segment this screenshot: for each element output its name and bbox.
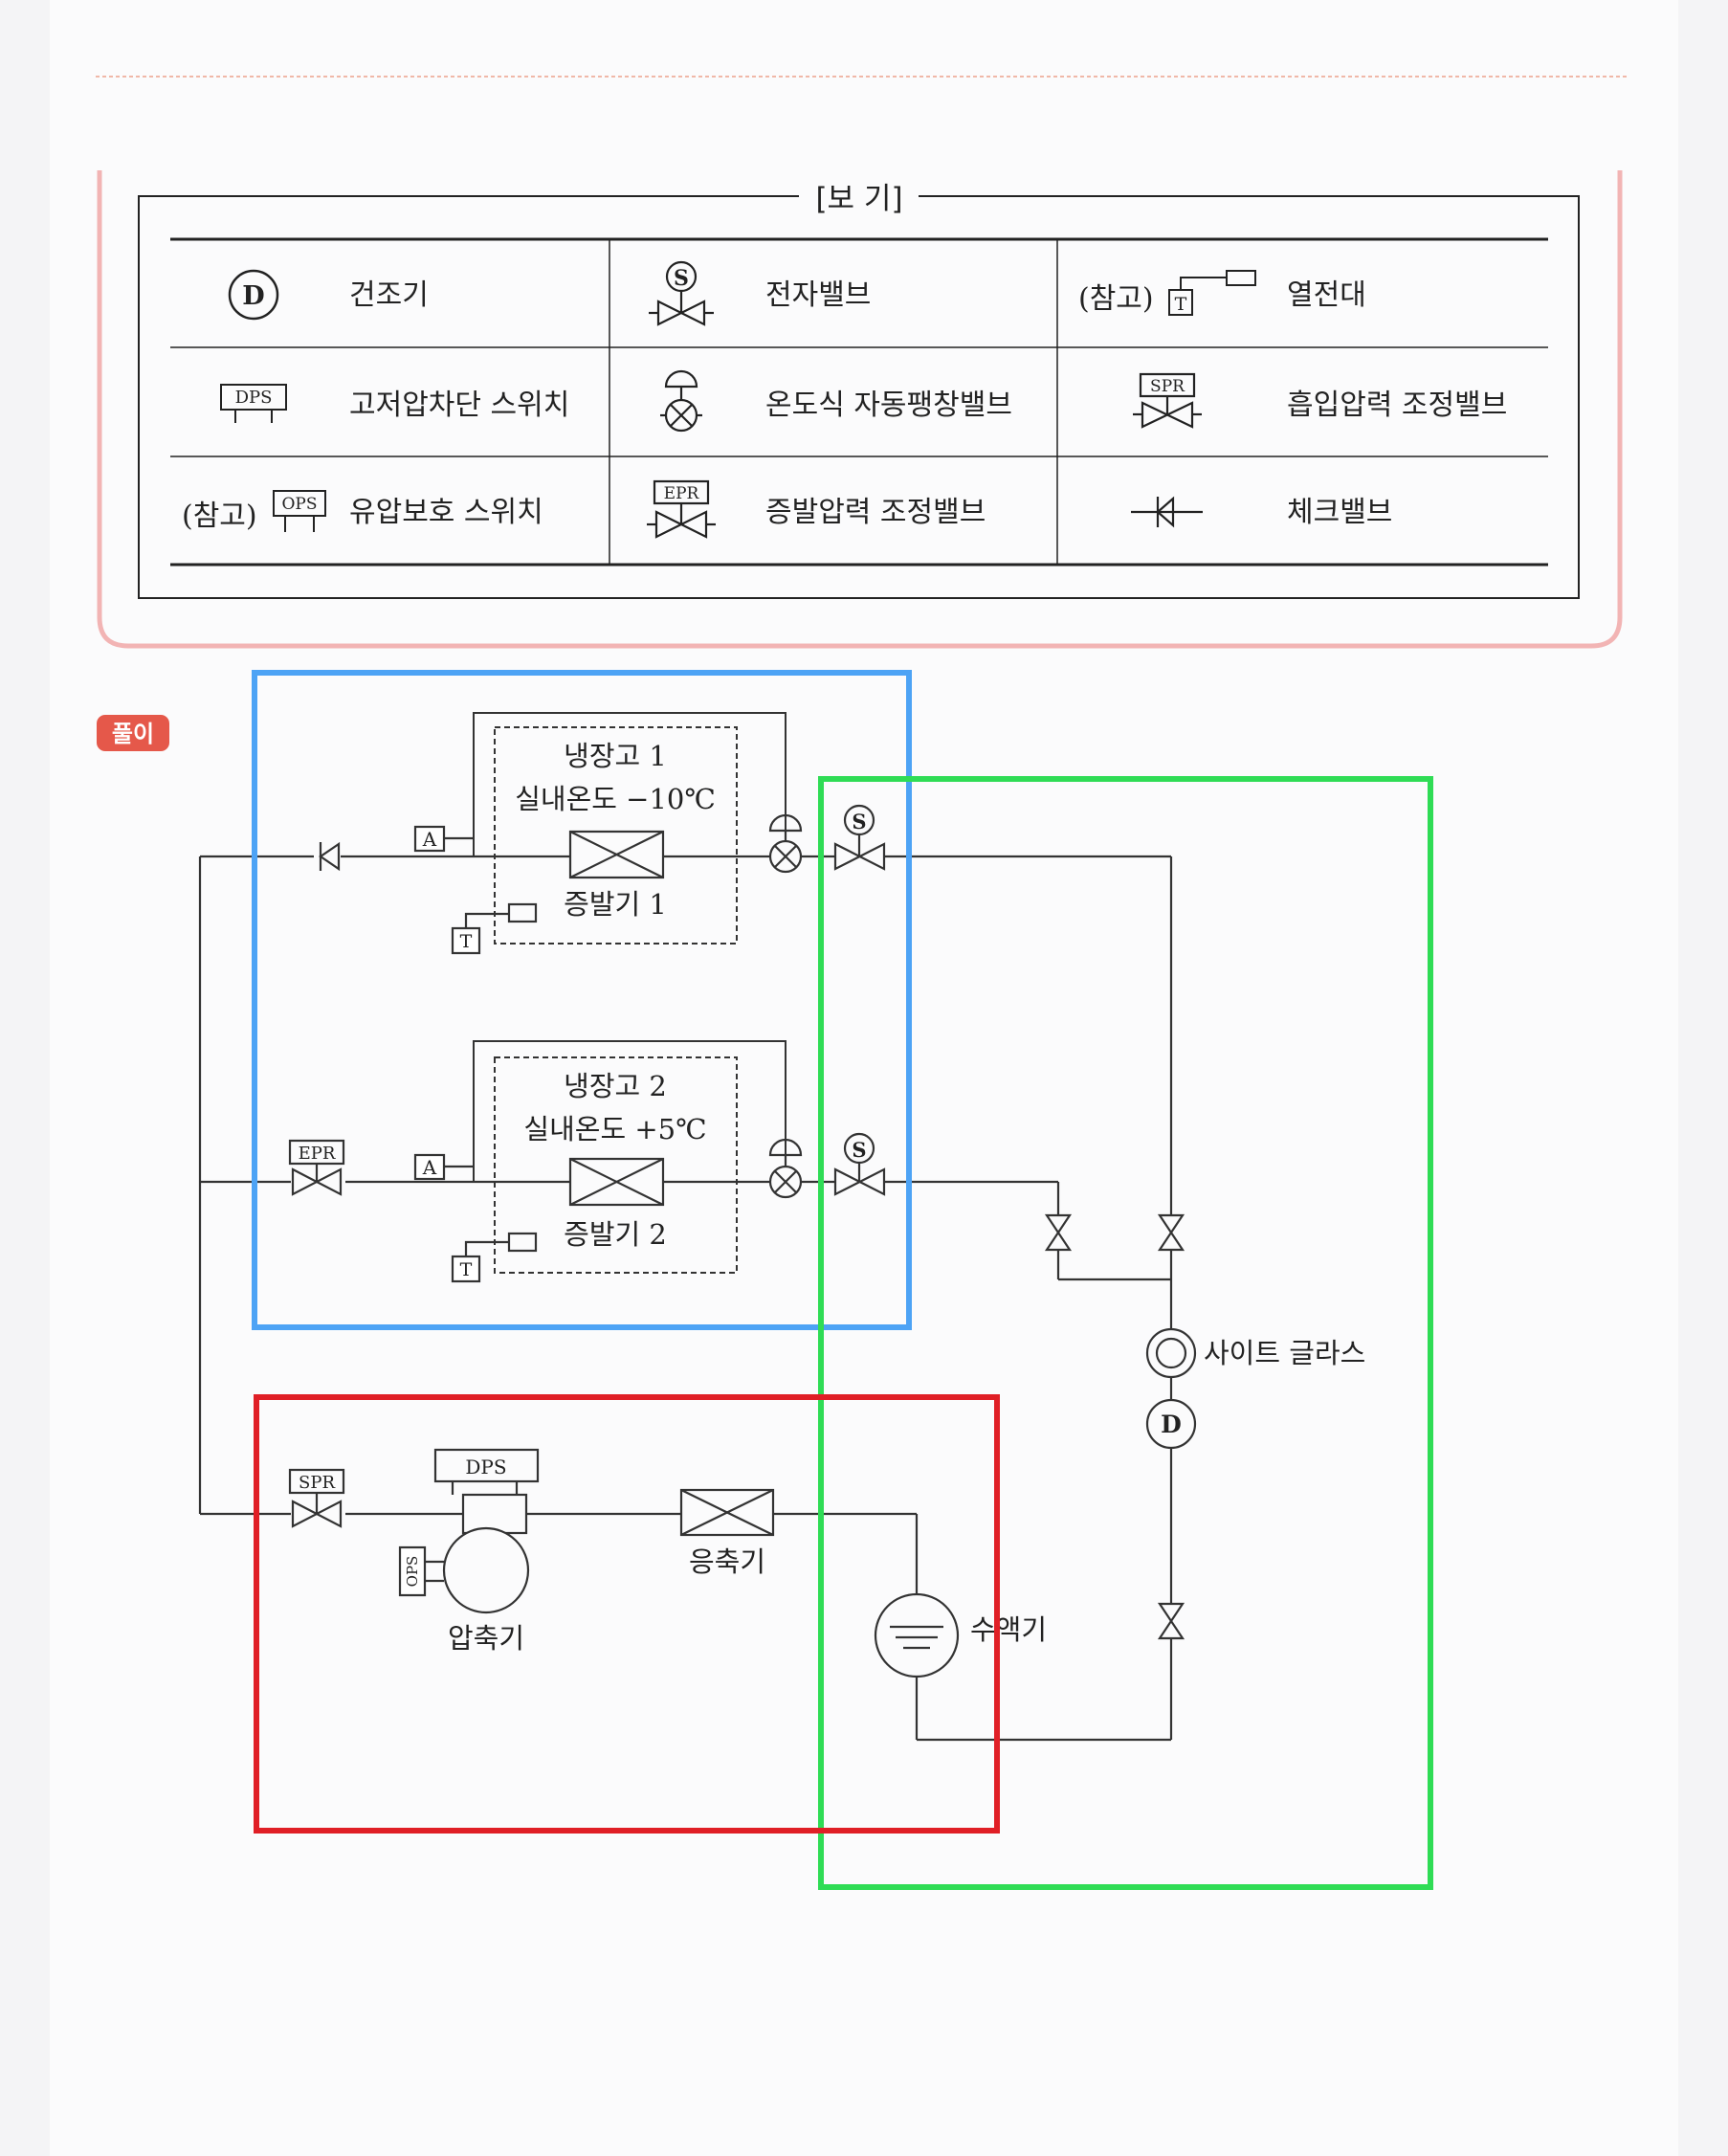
legend-label: 체크밸브 <box>1287 496 1392 529</box>
legend-label: 고저압차단 스위치 <box>349 389 569 422</box>
legend-frame <box>97 170 1623 649</box>
epr-letters: EPR <box>664 484 700 503</box>
solenoid-letter: S <box>674 266 689 291</box>
sol-label: S <box>852 810 866 834</box>
fridge-1-box <box>494 726 738 945</box>
diagram-labels: 냉장고 1 실내온도 −10℃ 증발기 1 냉장고 2 실내온도 +5℃ 증발기… <box>448 740 1365 1655</box>
highlight-boxes <box>252 670 1433 1890</box>
evaporator-2-label: 증발기 2 <box>564 1218 667 1251</box>
a-box-2: A <box>413 1153 474 1181</box>
drier-label: D <box>1161 1411 1182 1438</box>
spr-valve-symbol: SPR <box>1133 372 1202 429</box>
evaporator-1 <box>568 830 665 879</box>
fridge-2-box <box>494 1056 738 1274</box>
epr-valve-symbol: EPR <box>647 479 716 539</box>
legend-label: 전자밸브 <box>765 278 871 312</box>
legend-label: 증발압력 조정밸브 <box>765 496 986 529</box>
solenoid-valve-2: S <box>833 1132 886 1196</box>
check-valve-symbol <box>1131 496 1203 528</box>
drier: D <box>1145 1398 1197 1450</box>
piping <box>198 855 1173 1742</box>
solenoid-valve-symbol: S <box>649 260 714 326</box>
heating-element-1: T <box>451 902 538 955</box>
green-highlight-box <box>818 776 1433 1890</box>
legend-prefix: (참고) <box>1078 282 1154 316</box>
spr-valve-label: SPR <box>299 1473 335 1493</box>
ops-label: OPS <box>404 1556 421 1588</box>
receiver <box>874 1592 960 1678</box>
drier-symbol: D <box>228 269 279 321</box>
fridge-2-temp: 실내온도 +5℃ <box>523 1113 706 1145</box>
legend-labels: 건조기 전자밸브 (참고) 열전대 고저압차단 스위치 온도식 자동팽창밸브 흡… <box>182 278 1507 533</box>
heating-element-2: T <box>451 1232 538 1283</box>
dps-symbol: DPS <box>220 384 287 423</box>
condenser-label: 응축기 <box>689 1545 765 1578</box>
legend-title: [보 기] <box>815 182 902 216</box>
hand-valve-3 <box>1157 1602 1185 1640</box>
legend-label: 온도식 자동팽창밸브 <box>765 389 1012 422</box>
blue-highlight-box <box>252 670 912 1330</box>
solenoid-valve-1: S <box>833 804 886 871</box>
epr-valve-label: EPR <box>299 1144 336 1164</box>
compressor: DPS OPS <box>398 1448 540 1614</box>
ops-symbol: OPS <box>273 490 326 532</box>
evaporator-2 <box>568 1157 665 1207</box>
solution-badge-label: 풀이 <box>112 721 154 747</box>
solution-badge: 풀이 <box>97 715 169 751</box>
thermo-expansion-valve-symbol <box>660 369 702 433</box>
check-valve <box>319 841 341 872</box>
heating-element-symbol: T <box>1168 270 1256 316</box>
epr-valve: EPR <box>288 1139 345 1196</box>
expansion-valve-2 <box>768 1138 803 1199</box>
sight-glass <box>1145 1327 1197 1379</box>
hand-valve-1 <box>1044 1213 1073 1252</box>
dps-label: DPS <box>465 1456 506 1478</box>
spr-valve: SPR <box>288 1468 345 1528</box>
fridge-1-title: 냉장고 1 <box>564 740 667 772</box>
a-box-label: A <box>422 828 437 851</box>
fridge-2-title: 냉장고 2 <box>564 1070 667 1102</box>
evaporator-1-label: 증발기 1 <box>564 888 667 921</box>
legend-label: 열전대 <box>1287 278 1366 312</box>
sol-label: S <box>852 1138 866 1162</box>
dps-letters: DPS <box>235 388 273 408</box>
hand-valve-2 <box>1157 1213 1185 1252</box>
condenser <box>679 1488 775 1537</box>
legend-label: 유압보호 스위치 <box>349 496 543 529</box>
compressor-label: 압축기 <box>448 1622 524 1655</box>
receiver-label: 수액기 <box>970 1613 1047 1646</box>
thermo-letter: T <box>1175 294 1187 315</box>
a-box-label: A <box>422 1156 437 1179</box>
ops-letters: OPS <box>281 495 317 514</box>
drier-letter: D <box>242 281 264 311</box>
legend-prefix: (참고) <box>182 500 257 533</box>
refrigeration-diagram: EPR A A T T <box>198 712 1197 1742</box>
red-highlight-box <box>254 1394 1000 1834</box>
a-box-1: A <box>413 825 474 853</box>
t-box-label: T <box>460 1259 473 1280</box>
legend-label: 흡입압력 조정밸브 <box>1287 389 1507 422</box>
legend-table: D S T DPS <box>138 195 1580 599</box>
legend-label: 건조기 <box>349 278 429 312</box>
t-box-label: T <box>460 931 473 952</box>
fridge-1-temp: 실내온도 −10℃ <box>515 783 716 815</box>
sight-glass-label: 사이트 글라스 <box>1204 1337 1365 1369</box>
expansion-valve-1 <box>768 813 803 874</box>
spr-letters: SPR <box>1150 377 1185 396</box>
